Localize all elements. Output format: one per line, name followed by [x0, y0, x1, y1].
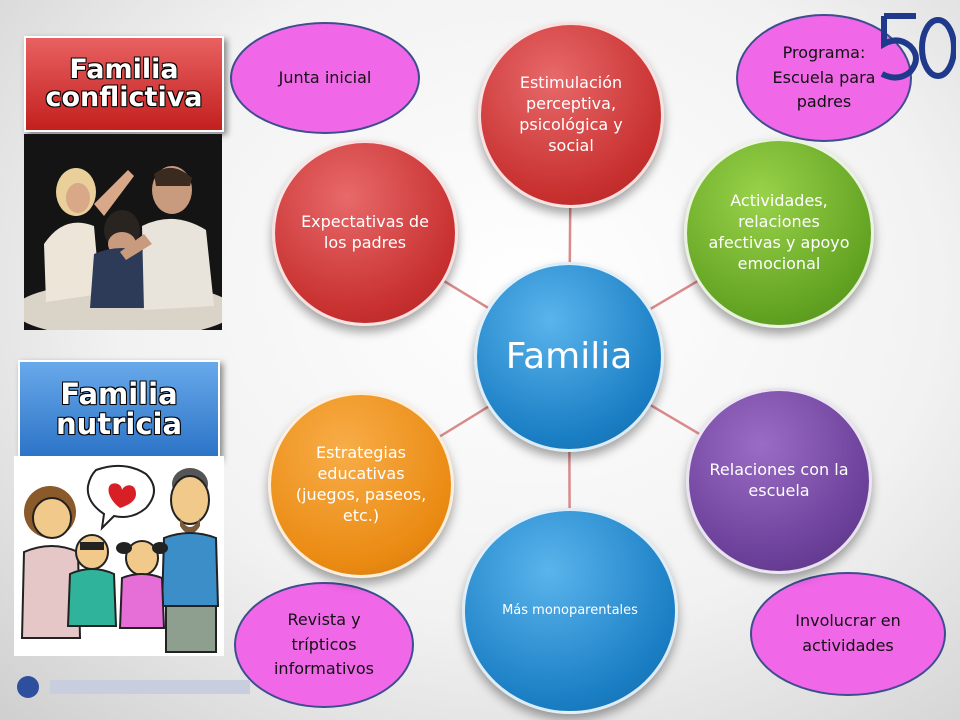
node-actividades-text: Actividades, relaciones afectivas y apoy…	[708, 191, 850, 273]
bubble-junta-inicial: Junta inicial	[230, 22, 420, 134]
node-expectativas: Expectativas de los padres	[272, 140, 458, 326]
bubble-revista-tripticos-text: Revista y trípticos informativos	[273, 609, 374, 679]
bubble-involucrar-actividades-text: Involucrar en actividades	[795, 611, 901, 655]
bubble-involucrar-actividades: Involucrar en actividades	[750, 572, 946, 696]
node-monoparentales-text: Más monoparentales	[502, 602, 638, 618]
footer-logo-strip	[17, 676, 250, 698]
node-center-familia-text: Familia	[505, 335, 633, 377]
label-familia-conflictiva: Familia conflictiva	[24, 36, 224, 132]
node-estimulacion-text: Estimulación perceptiva, psicológica y s…	[519, 73, 623, 155]
node-estrategias: Estrategias educativas (juegos, paseos, …	[268, 392, 454, 578]
label-familia-conflictiva-text: Familia conflictiva	[45, 53, 203, 113]
node-relaciones: Relaciones con la escuela	[686, 388, 872, 574]
family-conflict-photo	[24, 134, 222, 330]
node-monoparentales: Más monoparentales	[462, 508, 678, 714]
family-cartoon-icon	[14, 456, 224, 656]
node-estrategias-text: Estrategias educativas (juegos, paseos, …	[295, 443, 427, 525]
node-estimulacion: Estimulación perceptiva, psicológica y s…	[478, 22, 664, 208]
node-actividades: Actividades, relaciones afectivas y apoy…	[684, 138, 874, 328]
family-cartoon-with-heart	[14, 456, 224, 656]
node-expectativas-text: Expectativas de los padres	[301, 212, 429, 252]
logo-50-icon	[880, 13, 956, 81]
node-center-familia: Familia	[474, 262, 664, 452]
bubble-junta-inicial-text: Junta inicial	[278, 67, 372, 87]
bubble-revista-tripticos: Revista y trípticos informativos	[234, 582, 414, 708]
node-relaciones-text: Relaciones con la escuela	[709, 460, 849, 500]
label-familia-nutricia-text: Familia nutricia	[55, 376, 183, 441]
family-conflict-photo-icon	[24, 134, 222, 330]
bubble-programa-escuela-text: Programa: Escuela para padres	[772, 42, 876, 112]
label-familia-nutricia: Familia nutricia	[18, 360, 220, 458]
